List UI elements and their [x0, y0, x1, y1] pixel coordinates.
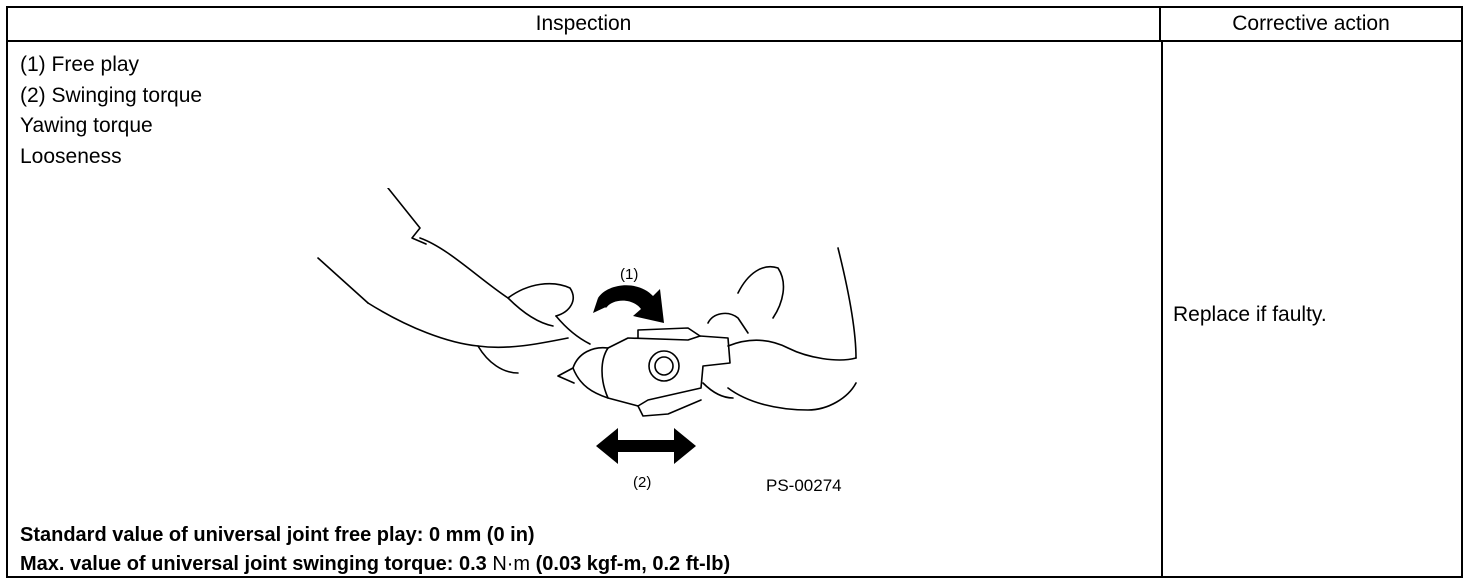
figure-label-2: (2) — [633, 474, 652, 491]
inspection-item-swinging-torque: (2) Swinging torque — [20, 83, 203, 107]
hands-joint-drawing — [317, 187, 857, 464]
spec-swinging-torque: Max. value of universal joint swinging t… — [20, 550, 730, 579]
spec-unit: N·m — [492, 553, 531, 575]
figure-label-1: (1) — [620, 266, 639, 283]
spec-swinging-torque-conversion: (0.03 kgf-m, 0.2 ft-lb) — [530, 553, 731, 575]
spec-free-play: Standard value of universal joint free p… — [20, 524, 535, 546]
spec-swinging-torque-text: Max. value of universal joint swinging t… — [20, 553, 493, 575]
header-inspection: Inspection — [8, 8, 1161, 42]
specifications: Standard value of universal joint free p… — [20, 521, 730, 579]
inspection-item-looseness: Looseness — [20, 144, 122, 168]
column-divider — [1161, 42, 1163, 576]
inspection-table: Inspection Corrective action (1) Free pl… — [6, 6, 1463, 578]
corrective-action-text: Replace if faulty. — [1173, 303, 1327, 326]
universal-joint-illustration: (1) (2) PS-00274 — [308, 187, 888, 508]
inspection-item-free-play: (1) Free play — [20, 53, 140, 76]
inspection-item-yawing-torque: Yawing torque — [20, 114, 153, 137]
header-corrective-action: Corrective action — [1161, 8, 1461, 42]
inspection-items: (1) Free play (2) Swinging torque Yawing… — [20, 50, 202, 172]
figure-code: PS-00274 — [766, 476, 842, 495]
